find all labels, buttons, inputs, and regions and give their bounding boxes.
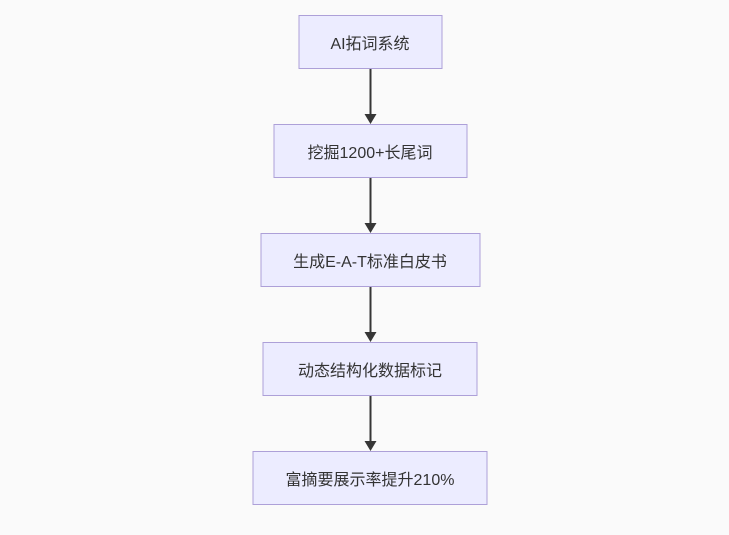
node-rich-snippet-uplift: 富摘要展示率提升210% [252,451,488,505]
flow-arrow [364,396,376,451]
arrow-shaft [369,287,371,332]
node-label: 动态结构化数据标记 [297,363,442,380]
arrow-shaft [369,69,371,114]
node-dynamic-structured-data: 动态结构化数据标记 [262,342,478,396]
flow-arrow [364,69,376,124]
flow-arrow [364,287,376,342]
node-ai-keyword-system: AI拓词系统 [298,15,442,69]
flow-arrow [364,178,376,233]
node-label: 挖掘1200+长尾词 [307,145,433,162]
arrow-shaft [369,178,371,223]
node-label: 生成E-A-T标准白皮书 [293,254,447,271]
node-eat-whitepaper: 生成E-A-T标准白皮书 [260,233,480,287]
arrowhead-down-icon [364,441,376,451]
arrow-shaft [369,396,371,441]
node-label: AI拓词系统 [330,36,410,53]
arrowhead-down-icon [364,114,376,124]
node-label: 富摘要展示率提升210% [285,472,455,489]
arrowhead-down-icon [364,332,376,342]
node-longtail-keyword-mining: 挖掘1200+长尾词 [273,124,467,178]
flowchart: AI拓词系统 挖掘1200+长尾词 生成E-A-T标准白皮书 动态结构化数据标记 [252,15,488,505]
arrowhead-down-icon [364,223,376,233]
